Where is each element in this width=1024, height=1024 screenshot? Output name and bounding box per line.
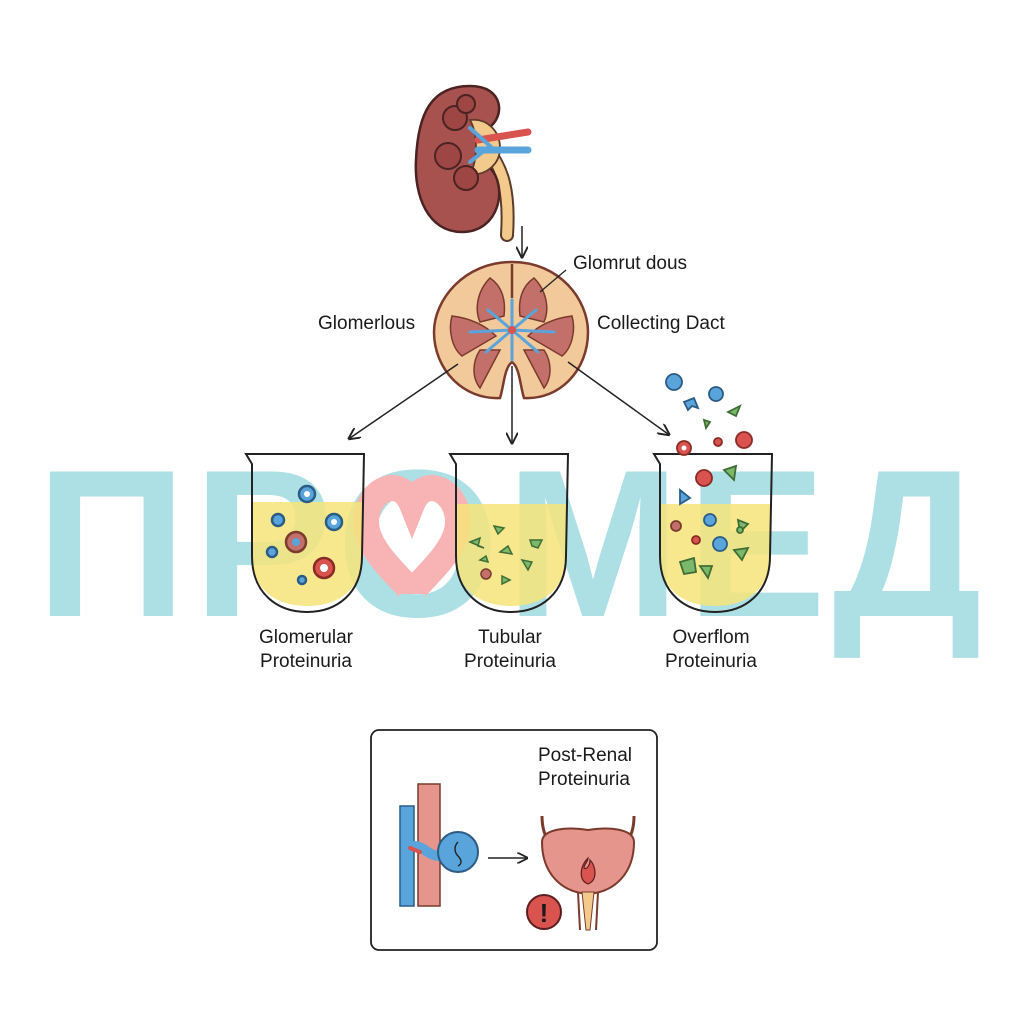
tube-label-tubular-line1: Tubular [478,627,542,648]
vessel-icon [399,783,479,907]
bladder-icon: ! [526,815,636,931]
tube-label-glomerular: Glomerular Proteinuria [259,626,353,675]
arrow-to-glomerular [350,363,459,438]
cross-section-icon [432,260,590,400]
tube-label-glomerular-line2: Proteinuria [260,651,352,673]
label-collecting-dact: Collecting Dact [597,313,725,334]
warning-icon: ! [540,898,549,928]
tube-label-overflow-line2: Proteinuria [665,651,757,673]
post-renal-title: Post-Renal Proteinuria [538,744,632,793]
particles-overflow [665,373,753,581]
tube-label-overflow-line1: Overflom [672,627,750,648]
label-glomrut-dous: Glomrut dous [573,253,688,274]
particles-tubular [468,524,544,586]
particles-glomerular [265,484,344,586]
tube-label-glomerular-line1: Glomerular [259,627,353,648]
tube-glomerular [244,453,366,614]
post-renal-panel: ! [370,729,658,951]
kidney-icon [414,84,532,242]
watermark-heart-icon [352,475,472,600]
leader-top-right [539,269,567,293]
tube-tubular [448,453,570,614]
arrow-to-overflow [567,361,668,434]
post-renal-title-line2: Proteinuria [538,769,630,791]
tube-label-tubular: Tubular Proteinuria [464,626,556,675]
tube-label-tubular-line2: Proteinuria [464,651,556,673]
tube-overflow [652,373,774,614]
post-renal-title-line1: Post-Renal [538,745,632,766]
flame-icon [580,856,596,885]
label-glomerlous: Glomerlous [318,313,416,334]
tube-label-overflow: Overflom Proteinuria [665,626,757,675]
